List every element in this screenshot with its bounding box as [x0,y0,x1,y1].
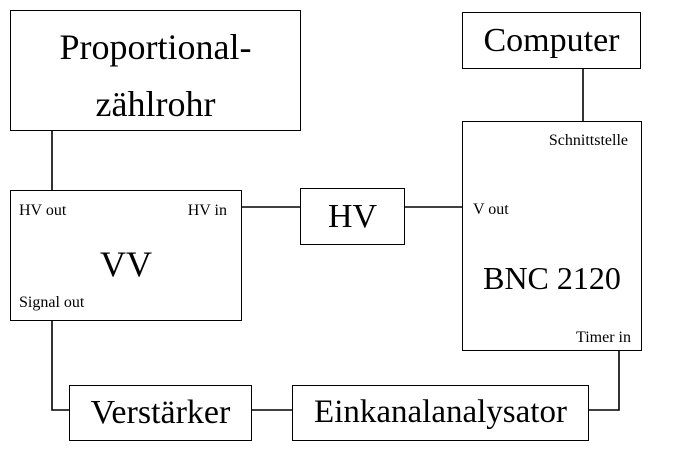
computer-label: Computer [483,22,620,59]
computer-box: Computer [462,12,641,69]
proportional-counter-label-line2: zählrohr [95,84,216,124]
interface-label: Schnittstelle [548,132,628,149]
signal-out-label: Signal out [19,294,85,311]
amplifier-box: Verstärker [69,385,252,441]
proportional-counter-box: Proportional- zählrohr [10,10,301,131]
wire-analyzer-to-bnc [588,350,620,411]
hv-label: HV [327,198,378,235]
bnc-2120-title: BNC 2120 [483,260,621,296]
bnc-2120-box: Schnittstelle V out BNC 2120 Timer in [462,121,642,351]
hv-in-label: HV in [187,202,227,219]
proportional-counter-label-line1: Proportional- [59,27,252,67]
single-channel-analyzer-label: Einkanalanalysator [314,394,567,430]
hv-out-label: HV out [19,202,67,219]
vv-box: HV out HV in VV Signal out [10,190,242,321]
single-channel-analyzer-box: Einkanalanalysator [292,385,589,441]
hv-box: HV [300,188,405,245]
vv-title: VV [100,244,152,284]
v-out-label: V out [473,201,509,218]
timer-in-label: Timer in [576,329,631,346]
wire-vv-to-amplifier [51,320,69,411]
amplifier-label: Verstärker [90,394,231,431]
